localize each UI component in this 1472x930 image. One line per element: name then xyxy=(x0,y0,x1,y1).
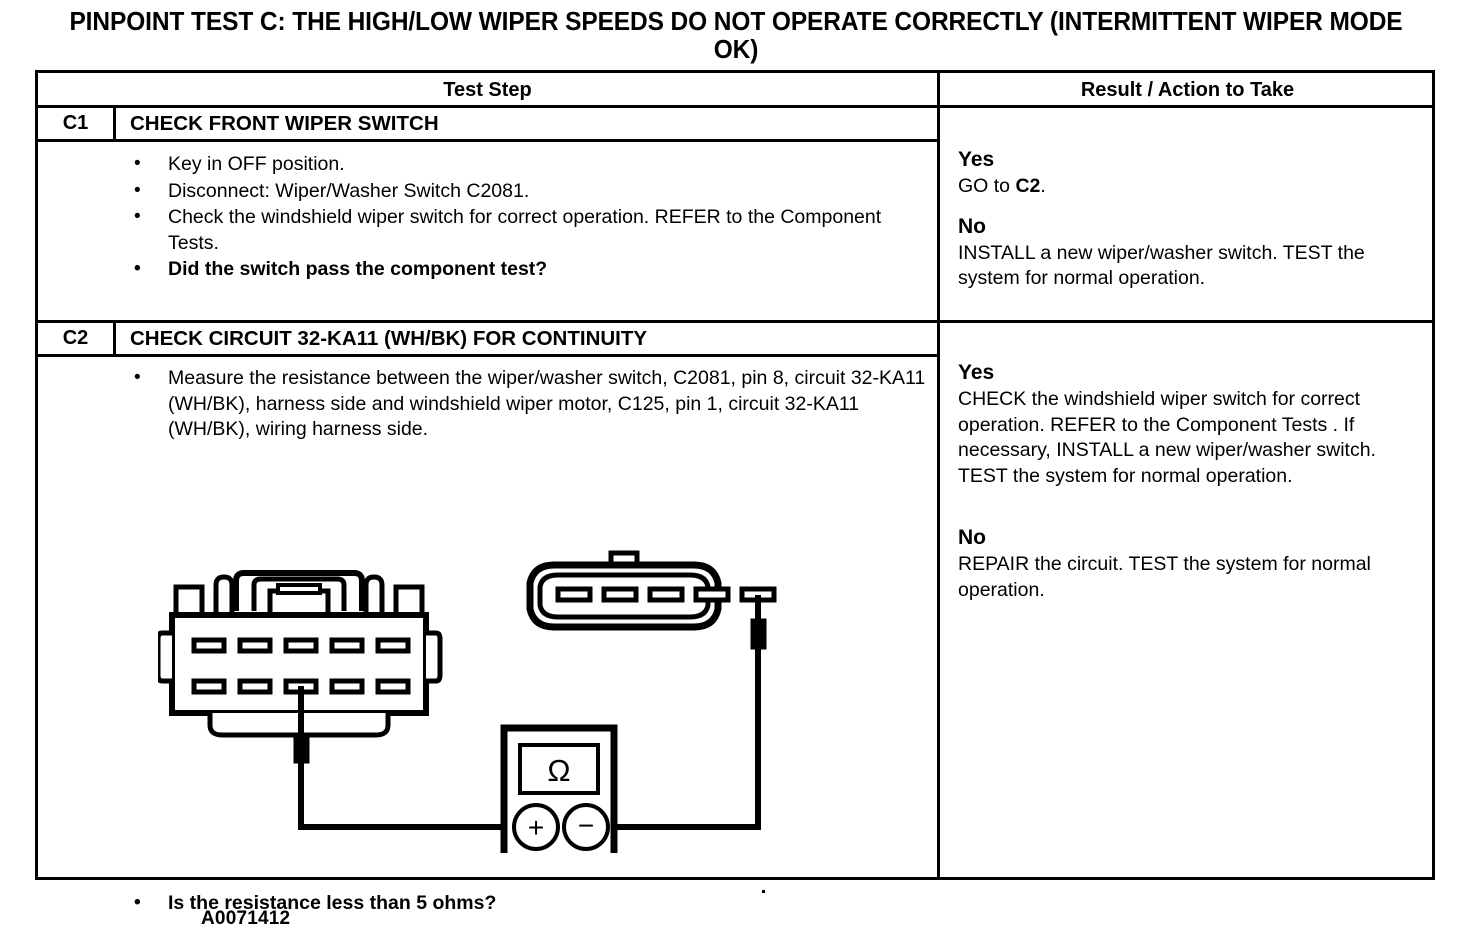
left-test-lead xyxy=(293,686,504,830)
result-action-no-c1: INSTALL a new wiper/washer switch. TEST … xyxy=(958,241,1365,290)
list-item: Is the resistance less than 5 ohms? xyxy=(38,890,937,917)
result-action-yes-c2: CHECK the windshield wiper switch for co… xyxy=(958,388,1376,487)
ohm-symbol: Ω xyxy=(547,753,570,788)
table-header-row: Test Step Result / Action to Take xyxy=(38,73,1432,108)
negative-sign: − xyxy=(578,810,594,841)
result-answer-no-c1: No xyxy=(958,214,986,238)
page-artifact-mark xyxy=(762,890,765,893)
result-row-separator xyxy=(940,320,1435,323)
bullet-list-c2-question: Is the resistance less than 5 ohms? xyxy=(38,890,937,917)
negative-terminal xyxy=(562,803,610,851)
list-item: Measure the resistance between the wiper… xyxy=(38,365,937,443)
bullet-list-c2: Measure the resistance between the wiper… xyxy=(38,365,937,443)
step-header-c1: C1 CHECK FRONT WIPER SWITCH xyxy=(38,108,937,142)
row-separator-c1 xyxy=(38,320,937,323)
result-action-no-c2: REPAIR the circuit. TEST the system for … xyxy=(958,553,1371,601)
positive-terminal xyxy=(512,803,560,851)
result-action-column: Yes GO to C2. No INSTALL a new wiper/was… xyxy=(940,108,1435,877)
positive-sign: + xyxy=(528,812,544,843)
list-item: Check the windshield wiper switch for co… xyxy=(38,204,937,256)
step-body-c2-question: Is the resistance less than 5 ohms? xyxy=(38,890,937,918)
column-divider xyxy=(937,73,940,877)
step-number-c1: C1 xyxy=(38,108,116,139)
ohmmeter-display xyxy=(518,743,600,795)
right-test-lead xyxy=(610,595,767,830)
result-block-c1: Yes GO to C2. No INSTALL a new wiper/was… xyxy=(958,147,1426,292)
test-step-column: C1 CHECK FRONT WIPER SWITCH Key in OFF p… xyxy=(38,108,937,929)
ohmmeter-terminals xyxy=(512,803,610,851)
pinpoint-test-table: Test Step Result / Action to Take C1 CHE… xyxy=(35,70,1435,929)
step-title-c2: CHECK CIRCUIT 32-KA11 (WH/BK) FOR CONTIN… xyxy=(130,326,648,350)
result-answer-no-c2: No xyxy=(958,526,986,549)
right-connector-pins xyxy=(555,586,777,603)
page-title: PINPOINT TEST C: THE HIGH/LOW WIPER SPEE… xyxy=(69,8,1403,65)
step-number-c2: C2 xyxy=(38,323,116,354)
left-connector-pins-row-1 xyxy=(191,637,411,654)
list-item: Key in OFF position. xyxy=(38,151,937,178)
bullet-list-c1: Key in OFF position. Disconnect: Wiper/W… xyxy=(38,151,937,283)
column-header-result-action: Result / Action to Take xyxy=(1080,79,1295,101)
result-block-c2: Yes CHECK the windshield wiper switch fo… xyxy=(958,360,1426,603)
column-header-test-step: Test Step xyxy=(443,79,532,101)
result-action-yes-c1: GO to C2. xyxy=(958,174,1426,200)
step-body-c1: Key in OFF position. Disconnect: Wiper/W… xyxy=(38,151,937,284)
list-item: Did the switch pass the component test? xyxy=(38,256,937,283)
step-header-c2: C2 CHECK CIRCUIT 32-KA11 (WH/BK) FOR CON… xyxy=(38,323,937,357)
result-answer-yes-c2: Yes xyxy=(958,361,995,384)
result-action-yes-c1-ref: C2 xyxy=(1015,175,1041,197)
list-item: Disconnect: Wiper/Washer Switch C2081. xyxy=(38,178,937,205)
result-action-yes-c1-pre: GO to xyxy=(958,175,1016,197)
result-action-yes-c1-post: . xyxy=(1040,175,1046,197)
left-connector-body xyxy=(158,570,443,738)
step-body-c2: Measure the resistance between the wiper… xyxy=(38,365,937,444)
result-answer-yes-c1: Yes xyxy=(958,148,995,171)
step-title-c1: CHECK FRONT WIPER SWITCH xyxy=(130,111,439,135)
continuity-test-diagram: Ω + − xyxy=(158,523,858,853)
